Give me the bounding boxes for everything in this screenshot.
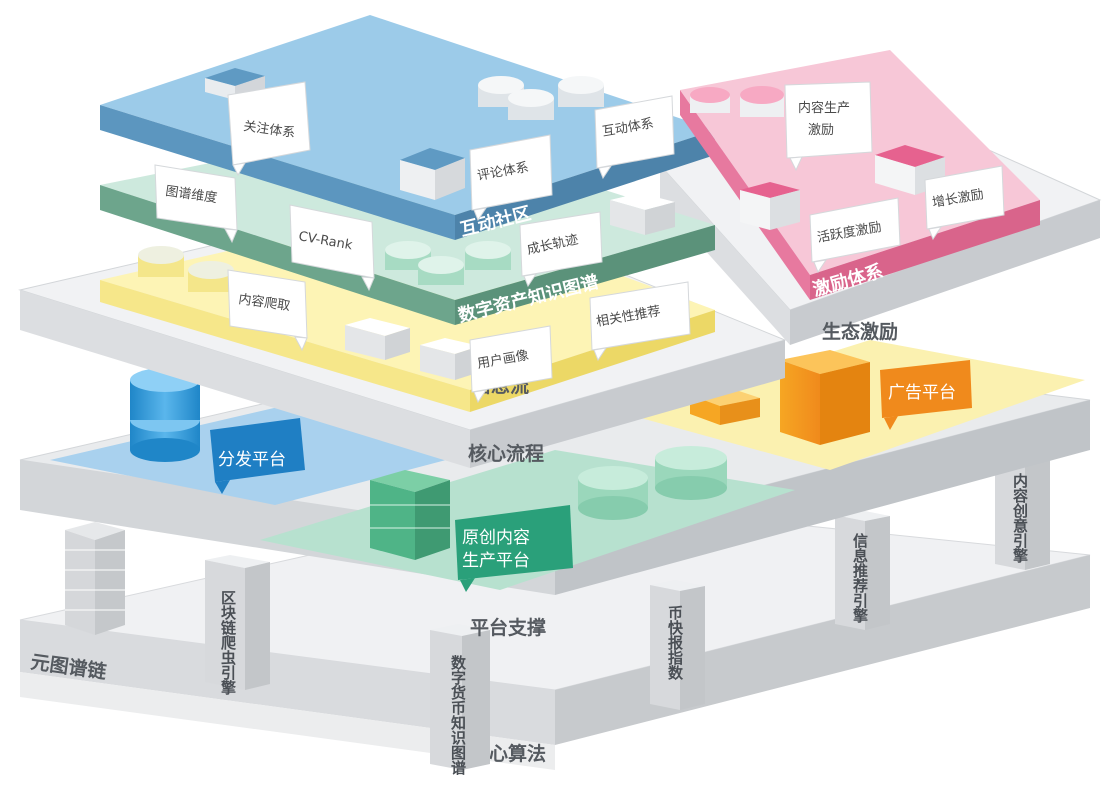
tag-original: 原创内容 生产平台 (455, 505, 573, 592)
info-cubes (345, 318, 480, 380)
callout-content-line2: 激励 (808, 123, 834, 138)
info-cylinders (138, 246, 234, 292)
callout-cvrank: CV-Rank (289, 204, 375, 292)
engine-digital-knowledge (430, 624, 490, 770)
callout-dimension: 图谱维度 (154, 164, 238, 244)
engine-blockchain (205, 555, 270, 690)
tag-ad-label: 广告平台 (888, 383, 956, 403)
callout-crawl-label: 内容爬取 (237, 291, 291, 314)
callout-dimension-label: 图谱维度 (164, 183, 218, 206)
callout-crawl: 内容爬取 (227, 269, 308, 352)
callout-relevance: 相关性推荐 (589, 281, 691, 362)
callout-content-line1: 内容生产 (798, 100, 850, 116)
callout-interact: 互动体系 (594, 95, 675, 180)
tag-distribution-label: 分发平台 (218, 450, 286, 470)
tag-distribution: 分发平台 (210, 418, 305, 494)
tag-original-line1: 原创内容 (462, 528, 530, 548)
engine-coin-news-label: 币快报指数 (666, 605, 684, 681)
engine-digital-knowledge-label: 数字货币知识图谱 (449, 654, 467, 776)
callout-content: 内容生产 激励 (784, 81, 873, 172)
eco-layer-label: 生态激励 (822, 320, 898, 343)
callout-follow-label: 关注体系 (242, 119, 296, 141)
engine-coin-news (650, 580, 705, 710)
callout-track: 成长轨迹 (519, 211, 603, 288)
knowledge-cubes (610, 193, 675, 235)
knowledge-cylinders (385, 241, 511, 285)
distribution-cylinders (130, 368, 200, 462)
tag-ad: 广告平台 (880, 360, 972, 430)
callout-activity: 活跃度激励 (809, 197, 901, 274)
engine-blockchain-label: 区块链爬虫引擎 (219, 590, 237, 696)
base-cube-stack (65, 522, 125, 635)
engine-recommend (835, 510, 890, 630)
callout-portrait: 用户画像 (469, 325, 553, 404)
core-layer-label: 核心流程 (468, 442, 544, 465)
callout-follow: 关注体系 (227, 81, 311, 177)
original-cylinders (578, 446, 727, 520)
original-cube-stack (370, 470, 450, 560)
platform-layer-label: 平台支撑 (470, 616, 546, 639)
callout-growth: 增长激励 (924, 165, 1005, 241)
community-blocks (205, 68, 604, 200)
engine-content-creative-label: 内容创意引擎 (1011, 472, 1029, 564)
incentive-blocks (690, 86, 945, 230)
callout-comment: 评论体系 (469, 134, 553, 222)
tag-original-line2: 生产平台 (462, 551, 530, 571)
engine-recommend-label: 信息推荐引擎 (851, 532, 869, 624)
